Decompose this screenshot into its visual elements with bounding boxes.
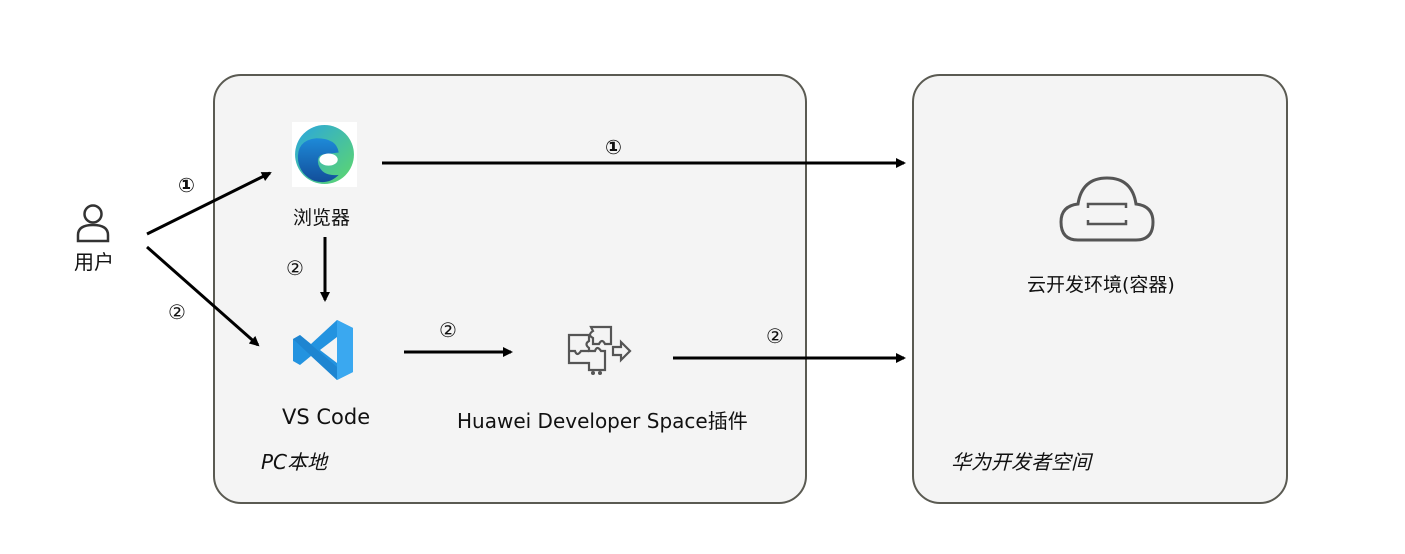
user-label: 用户	[74, 250, 114, 274]
step-marker-user-to-browser: ①	[178, 173, 195, 197]
step-marker-browser-to-vscode: ②	[286, 256, 304, 280]
step-marker-plugin-to-cloud: ②	[766, 324, 784, 348]
cloud-env-label: 云开发环境(容器)	[1027, 274, 1175, 296]
developer-space-container	[912, 74, 1288, 504]
vscode-icon	[293, 320, 353, 380]
step-marker-user-to-vscode: ②	[168, 300, 186, 324]
user-icon	[76, 204, 110, 243]
arrow-user-to-vscode	[146, 245, 260, 347]
step-marker-vscode-to-plugin: ②	[439, 318, 457, 342]
vscode-label: VS Code	[282, 405, 371, 429]
browser-label: 浏览器	[293, 207, 351, 229]
developer-space-label: 华为开发者空间	[951, 450, 1091, 474]
arrow-user-to-browser	[146, 171, 272, 236]
step-marker-browser-to-cloud: ①	[605, 135, 622, 159]
puzzle-plugin-icon	[567, 325, 632, 375]
plugin-label: Huawei Developer Space插件	[457, 409, 748, 433]
cloud-container-icon	[1059, 176, 1155, 242]
pc-local-label: PC本地	[261, 450, 328, 474]
edge-browser-icon	[292, 122, 357, 187]
